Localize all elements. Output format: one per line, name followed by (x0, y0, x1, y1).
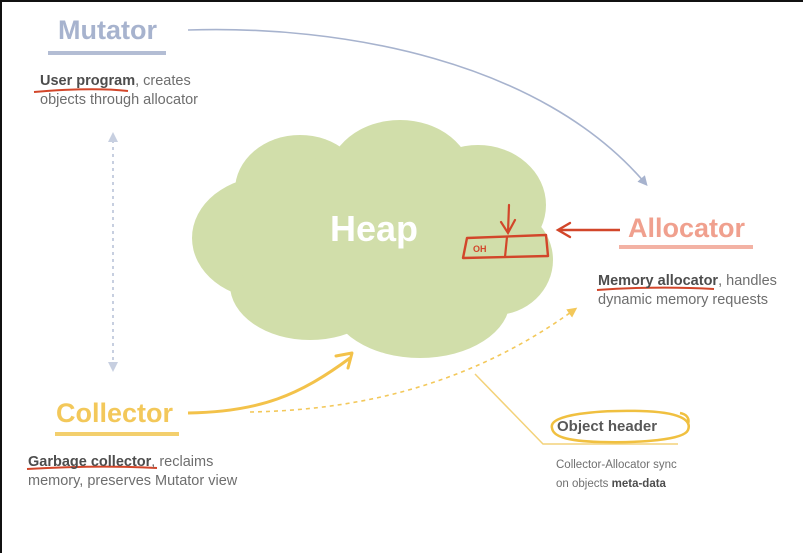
allocator-desc-bold: Memory allocator (598, 273, 719, 289)
object-header-desc-line2: on objects (556, 478, 612, 490)
collector-desc-bold: Garbage collector (28, 454, 152, 470)
object-header-desc-bold: meta-data (611, 478, 666, 490)
mutator-desc-bold: User program (40, 73, 136, 89)
collector-desc-line2: memory, preserves Mutator view (28, 473, 238, 489)
collector-to-heap-arrow (187, 351, 354, 415)
mutator-to-allocator-arrow (187, 28, 648, 187)
allocator-desc-line2: dynamic memory requests (598, 292, 769, 308)
allocator-description: Memory allocator, handles dynamic memory… (598, 272, 777, 310)
mutator-title: Mutator (58, 15, 157, 45)
mutator-collector-dotted-arrow (108, 132, 118, 372)
heap-label: Heap (330, 208, 419, 249)
object-header-circle (550, 409, 690, 444)
object-header-description: Collector-Allocator sync on objects meta… (556, 456, 677, 494)
object-header-connector (474, 373, 678, 445)
object-header-title: Object header (557, 418, 658, 435)
mutator-desc-line2: objects through allocator (40, 92, 198, 108)
mutator-desc-rest: , creates (135, 73, 191, 89)
object-header-box: OH (461, 203, 550, 260)
collector-title-underline (55, 432, 179, 436)
oh-label: OH (473, 244, 487, 254)
garbage-collector-underline (26, 465, 158, 470)
collector-desc-rest: , reclaims (151, 454, 214, 470)
collector-to-allocator-dotted-arrow (249, 307, 578, 413)
allocator-title-underline (619, 245, 753, 249)
collector-description: Garbage collector, reclaims memory, pres… (28, 453, 237, 491)
object-header-desc-line1: Collector-Allocator sync (556, 459, 677, 471)
memory-allocator-underline (596, 286, 715, 291)
mutator-description: User program, creates objects through al… (40, 72, 198, 110)
mutator-underline (48, 51, 166, 55)
user-program-underline (33, 88, 129, 93)
allocator-desc-rest: , handles (718, 273, 777, 289)
allocator-title: Allocator (628, 213, 746, 243)
heap-cloud (192, 120, 553, 358)
collector-title: Collector (56, 398, 174, 428)
allocator-to-heap-arrow (555, 221, 620, 239)
down-arrow-icon (499, 203, 517, 236)
